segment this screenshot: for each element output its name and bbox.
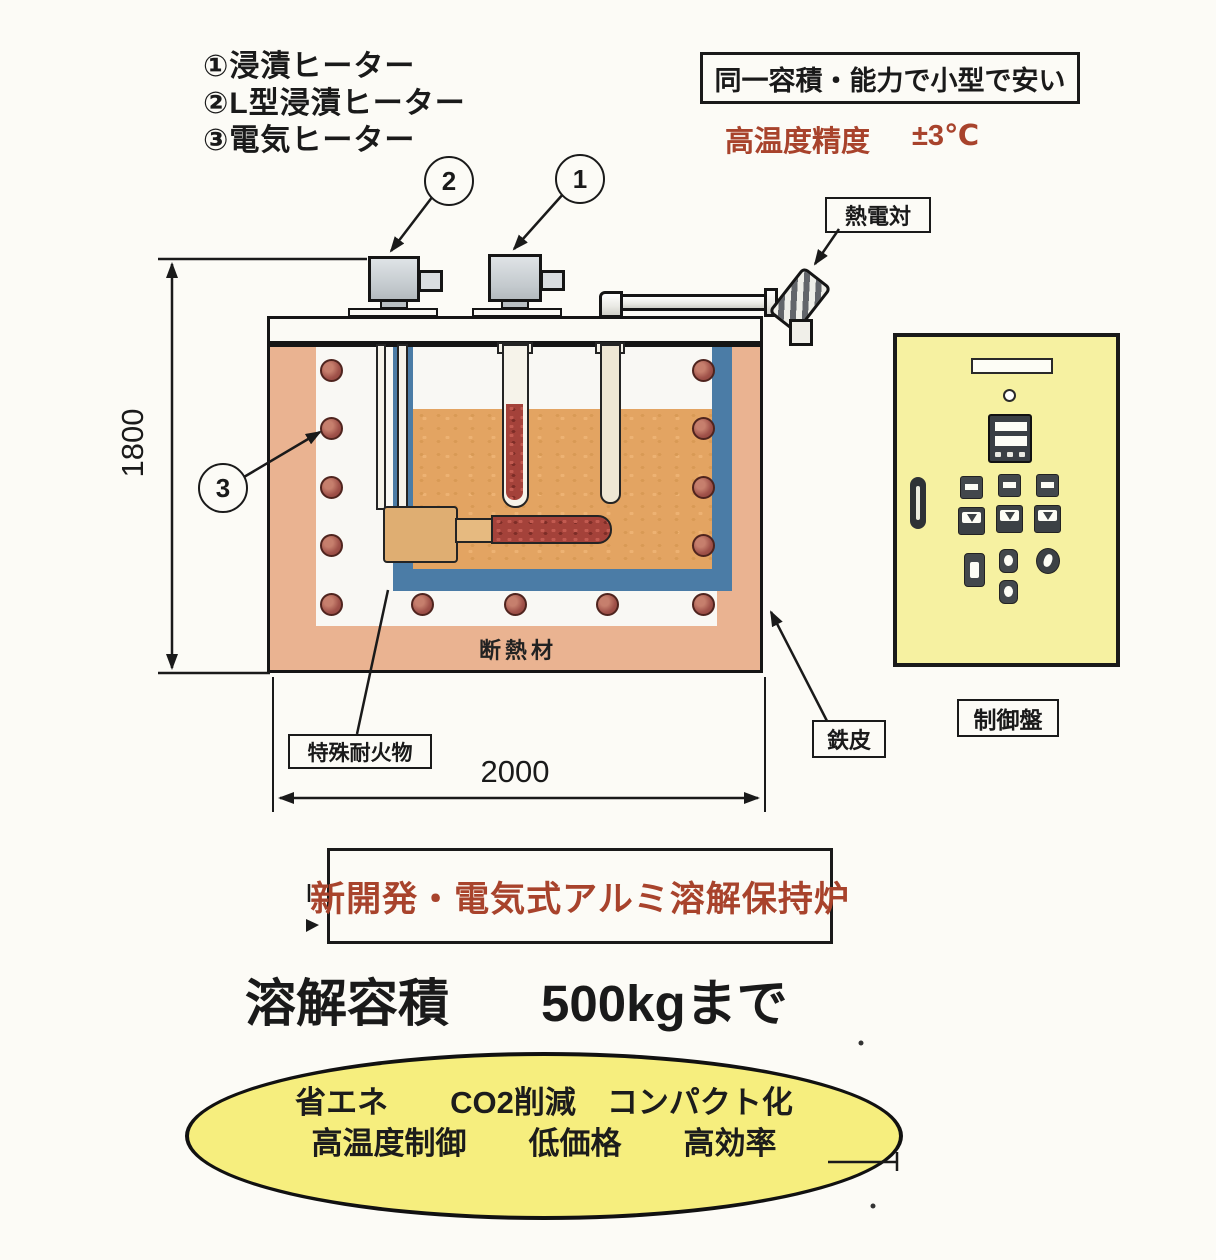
callout-2-circle: 2 [424,156,474,206]
thermocouple-label: 熱電対 [825,197,931,233]
panel-pushbutton [999,549,1018,573]
door-handle [910,477,926,529]
display-readout-lower [995,436,1027,446]
panel-indicator-lamp [1003,389,1016,402]
artifact-speck [870,1203,876,1209]
panel-switch [1036,474,1059,497]
panel-meter [1034,505,1061,533]
legend-item-3: ③電気ヒーター [203,124,416,157]
heater-dot [504,593,527,616]
heater-dot [320,417,343,440]
immersion-heater-element [506,404,523,500]
width-dimension-label: 2000 [480,754,550,789]
display-readout-upper [995,422,1027,431]
feature-callout-box: 同一容積・能力で小型で安い [700,52,1080,104]
heater-dot [692,476,715,499]
legend-item-2: ②L型浸漬ヒーター [203,87,466,120]
panel-switch [998,474,1021,497]
thermocouple-protection-tube [600,344,621,504]
heater-dot [320,534,343,557]
benefits-ellipse: 省エネ CO2削減 コンパクト化 高温度制御 低価格 高効率 [185,1052,903,1220]
heater-dot [692,593,715,616]
heater-dot [596,593,619,616]
handle-slot [916,486,920,520]
heater-dot [320,476,343,499]
steel-shell-arrow [769,610,829,722]
furnace-lid [267,316,763,344]
callout-3-circle: 3 [198,463,248,513]
capacity-value: 500kgまで [541,975,788,1032]
heater-dot [320,593,343,616]
heater-dot [692,534,715,557]
heater-dot [411,593,434,616]
insulation-label: 断熱材 [478,638,557,663]
panel-meter [996,505,1023,533]
refractory-label: 特殊耐火物 [288,734,432,769]
display-button [1007,452,1013,457]
artifact-speck [858,1040,864,1046]
panel-knob [1036,548,1060,574]
heater1-terminal-box [488,254,542,302]
accuracy-label: 高温度精度 [725,126,871,158]
steel-shell-label: 鉄皮 [812,720,886,758]
thermocouple-junction-box [789,319,813,346]
heater-legend: ①浸漬ヒーター ②L型浸漬ヒーター ③電気ヒーター [203,48,466,159]
heater-dot [692,359,715,382]
legend-item-1: ①浸漬ヒーター [203,50,416,83]
callout-1-circle: 1 [555,154,605,204]
benefits-line-2: 高温度制御 低価格 高効率 [311,1126,777,1161]
heater2-terminal-box [368,256,420,302]
panel-meter [958,507,985,535]
immersion-heater-tube [502,344,529,508]
height-dimension-label: 1800 [115,408,150,478]
melting-capacity: 溶解容積 500kgまで [245,962,788,1036]
l-heater-tube-a [376,344,386,510]
benefits-line-1: 省エネ CO2削減 コンパクト化 [295,1085,793,1120]
thermocouple-arrow [813,228,841,266]
control-panel-cabinet [893,333,1120,667]
display-button [1019,452,1025,457]
control-panel-label: 制御盤 [957,699,1059,737]
heater-dot [320,359,343,382]
display-button [995,452,1001,457]
product-title-box: 新開発・電気式アルミ溶解保持炉 [310,848,849,944]
l-heater-elbow-box [383,506,458,563]
capacity-label: 溶解容積 [245,975,450,1032]
panel-nameplate [971,358,1053,374]
panel-switch [960,476,983,499]
l-heater-neck [455,518,493,543]
heater1-connector [540,270,565,291]
l-heater-tube-b [397,344,408,510]
temperature-accuracy: 高温度精度 ±3℃ [725,118,979,160]
thermocouple-pipe [620,294,768,311]
callout-1-arrow [512,192,565,251]
temperature-controller-display [988,414,1032,463]
heater2-connector [418,270,443,292]
accuracy-value: ±3℃ [912,120,980,152]
heater-dot [692,417,715,440]
callout-2-arrow [389,195,434,253]
l-heater-element [491,515,612,544]
panel-pushbutton [999,580,1018,604]
panel-breaker [964,553,985,587]
